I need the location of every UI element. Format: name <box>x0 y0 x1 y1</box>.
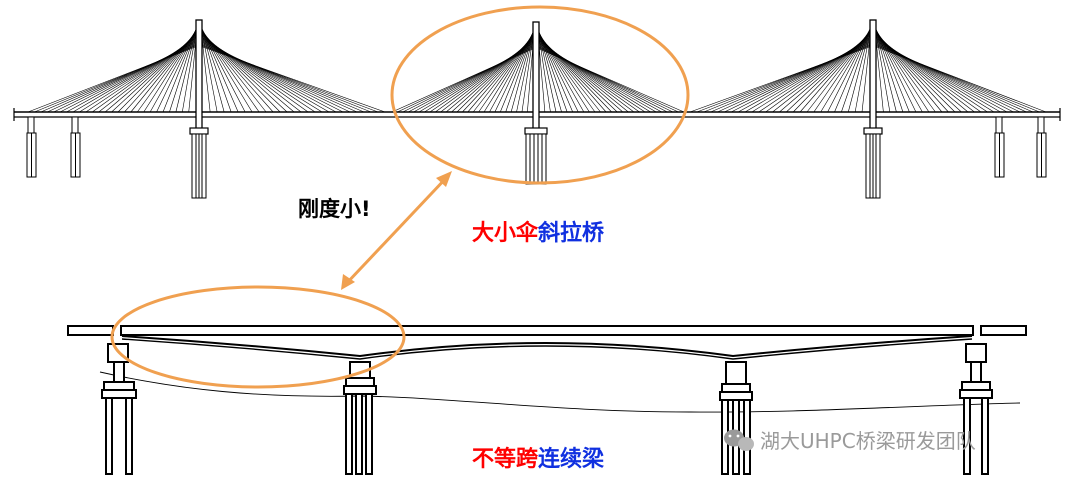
beam-deck <box>67 325 1027 336</box>
stay-cable <box>199 41 358 113</box>
arrow-head-bottom <box>341 274 355 290</box>
stay-cable <box>72 38 199 113</box>
stay-cable <box>710 42 873 113</box>
watermark-text: 湖大UHPC桥梁研发团队 <box>760 429 976 453</box>
stay-cable <box>418 42 536 113</box>
stiffness-note: 刚度小! <box>298 197 371 221</box>
cable-stayed-label-part2: 斜拉桥 <box>537 220 604 246</box>
stay-cable <box>847 22 873 113</box>
cable-stayed-label: 大小伞斜拉桥 <box>472 220 604 246</box>
stay-cable <box>199 38 337 113</box>
stay-cable <box>429 40 536 113</box>
stay-cable <box>873 41 1021 113</box>
beam-soffit-haunch <box>121 335 973 358</box>
stay-cable <box>199 40 351 113</box>
stay-cable <box>873 42 1027 113</box>
stay-cable <box>536 47 685 113</box>
stay-cable <box>536 40 646 113</box>
stay-cable <box>34 44 199 113</box>
stay-cable <box>536 42 657 113</box>
stay-cable <box>391 47 536 113</box>
pile-cap <box>189 127 883 135</box>
stay-cable <box>536 41 651 113</box>
highlight-group <box>110 5 690 389</box>
continuous-beam-label: 不等跨连续梁 <box>472 446 604 472</box>
stay-cable <box>873 44 1040 113</box>
stay-cable <box>199 45 386 113</box>
stay-cable <box>413 43 536 113</box>
highlight-ellipse-cable-stayed <box>390 5 690 185</box>
pylon <box>195 19 877 131</box>
cable-stayed-label-part1: 大小伞 <box>472 220 539 246</box>
stay-cable <box>27 45 199 113</box>
stay-cable <box>397 46 536 113</box>
stay-cable <box>873 38 1001 113</box>
arrow-head-top <box>436 171 452 187</box>
stay-cable <box>696 44 873 113</box>
stay-cable <box>873 40 1014 113</box>
stay-cable <box>703 43 873 113</box>
side-pier <box>26 116 1047 178</box>
stay-cable <box>40 43 199 113</box>
watermark: 湖大UHPC桥梁研发团队 <box>724 429 976 453</box>
comparison-arrow <box>343 174 450 287</box>
continuous-beam-label-part1: 不等跨 <box>472 446 539 472</box>
stay-cable <box>199 22 225 113</box>
stay-cable <box>536 46 679 113</box>
stay-cable <box>724 40 873 113</box>
stay-cable <box>47 42 199 113</box>
wechat-icon <box>724 429 754 451</box>
stay-cable <box>53 41 199 113</box>
stay-cable <box>408 44 536 113</box>
continuous-beam-label-part2: 连续梁 <box>538 446 604 472</box>
stay-cable <box>854 20 873 113</box>
stay-cable <box>536 45 674 113</box>
stay-cable <box>199 44 379 113</box>
cable-stayed-bridge <box>13 19 1061 199</box>
stay-cable <box>536 44 668 113</box>
pile-group <box>191 133 881 199</box>
stay-cable <box>199 43 372 113</box>
stay-cable <box>199 20 218 113</box>
stay-cable <box>717 41 873 113</box>
stay-cable <box>873 45 1047 113</box>
stay-cable <box>536 43 662 113</box>
ground-line <box>99 371 1021 413</box>
stay-cable <box>738 38 873 113</box>
stay-cable <box>424 41 536 113</box>
stay-cable <box>402 45 536 113</box>
stay-cable <box>60 40 199 113</box>
highlight-ellipse-beam <box>110 285 406 389</box>
stay-cable <box>689 45 873 113</box>
stay-cable <box>873 43 1034 113</box>
stay-cable <box>199 42 365 113</box>
